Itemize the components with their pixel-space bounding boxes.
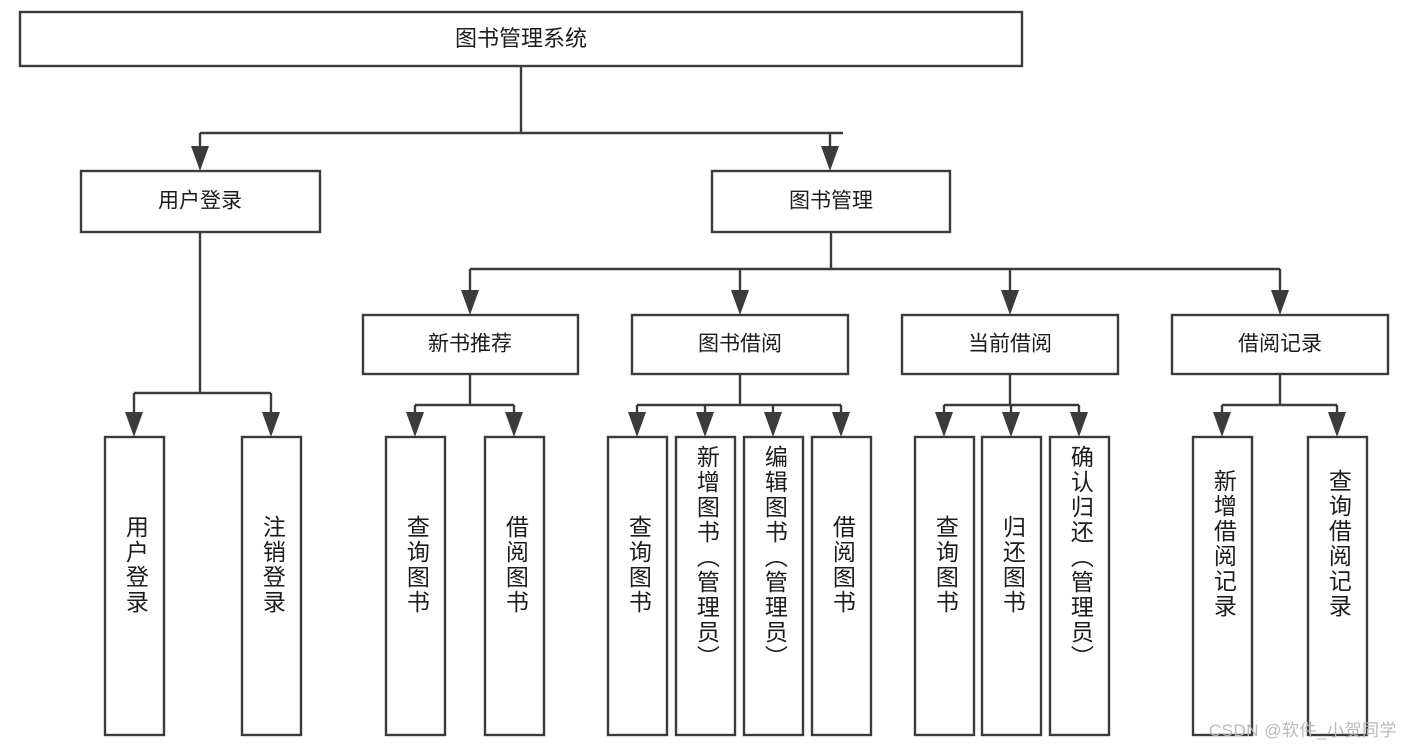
- leaf-box-borrow-book-2[interactable]: [810, 435, 873, 737]
- connector-borrowrecord-to-leaves: [1213, 374, 1346, 437]
- node-book-management-label: 图书管理: [789, 190, 873, 213]
- connector-bookborrow-to-leaves: [628, 374, 850, 437]
- node-current-borrow[interactable]: 当前借阅: [900, 313, 1120, 376]
- node-borrow-record-label: 借阅记录: [1238, 333, 1322, 356]
- node-user-login[interactable]: 用户登录: [79, 169, 322, 234]
- node-user-login-label: 用户登录: [158, 190, 242, 213]
- leaf-box-add-book[interactable]: [674, 435, 737, 737]
- leaf-box-return-book[interactable]: [980, 435, 1043, 737]
- leaf-box-query-record[interactable]: [1306, 435, 1369, 737]
- connector-root-to-level1: [191, 66, 843, 171]
- watermark-text: CSDN @软件_小贺同学: [1208, 721, 1397, 740]
- leaf-box-borrow-book-1[interactable]: [483, 435, 546, 737]
- leaf-box-confirm-return[interactable]: [1048, 435, 1111, 737]
- connector-currentborrow-to-leaves: [935, 374, 1088, 437]
- connector-newbook-to-leaves: [406, 374, 523, 437]
- node-new-book-recommend[interactable]: 新书推荐: [361, 313, 580, 376]
- leaf-box-query-book-2[interactable]: [606, 435, 669, 737]
- leaf-box-user-login[interactable]: [103, 435, 166, 737]
- connector-bookmanagement-to-level2: [461, 232, 1289, 315]
- node-root[interactable]: 图书管理系统: [18, 10, 1024, 68]
- leaf-box-add-record[interactable]: [1191, 435, 1254, 737]
- connector-userlogin-to-leaves: [125, 232, 280, 437]
- leaf-box-query-book-1[interactable]: [384, 435, 447, 737]
- node-new-book-recommend-label: 新书推荐: [428, 333, 512, 356]
- leaf-box-logout-login[interactable]: [240, 435, 303, 737]
- node-current-borrow-label: 当前借阅: [968, 333, 1052, 356]
- leaf-box-edit-book[interactable]: [742, 435, 805, 737]
- node-book-borrow[interactable]: 图书借阅: [630, 313, 850, 376]
- leaf-box-query-book-3[interactable]: [913, 435, 976, 737]
- node-book-borrow-label: 图书借阅: [698, 333, 782, 356]
- node-book-management[interactable]: 图书管理: [710, 169, 952, 234]
- node-root-label: 图书管理系统: [455, 26, 587, 51]
- node-borrow-record[interactable]: 借阅记录: [1170, 313, 1390, 376]
